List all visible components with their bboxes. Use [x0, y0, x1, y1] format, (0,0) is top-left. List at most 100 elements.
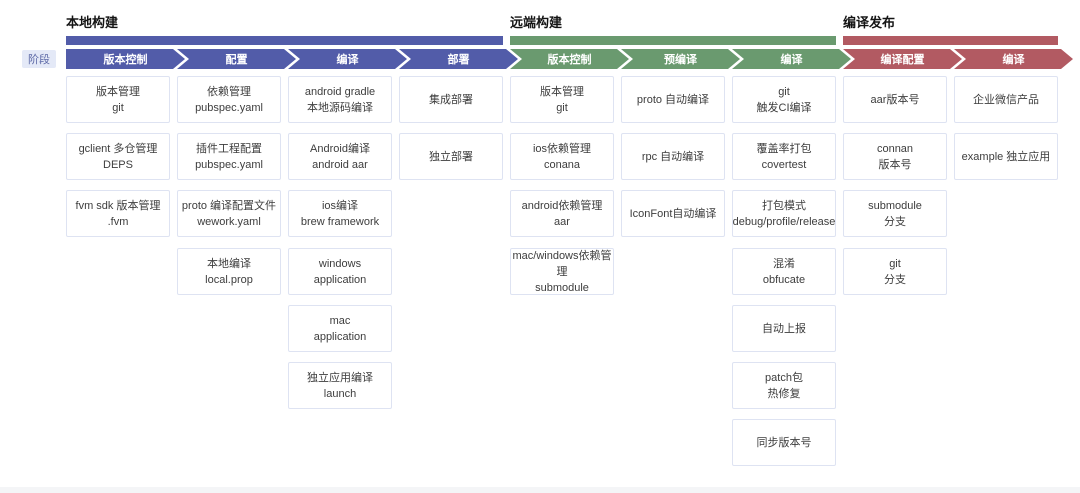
task-line: 混淆 — [773, 257, 795, 270]
footer-strip — [0, 487, 1080, 493]
task-line: submodule — [868, 199, 922, 212]
section-bar — [66, 36, 503, 45]
task-line: 热修复 — [767, 387, 801, 400]
task-line: 独立应用编译 — [307, 371, 373, 384]
task-card: ios依赖管理 conana — [510, 133, 614, 180]
task-line: android依赖管理 — [521, 199, 603, 212]
section-bar — [843, 36, 1058, 45]
task-line: Android编译 — [310, 142, 370, 155]
task-line: wework.yaml — [197, 215, 261, 228]
task-line: ios依赖管理 — [532, 142, 592, 155]
task-line: 插件工程配置 — [196, 142, 262, 155]
task-line: 依赖管理 — [207, 85, 251, 98]
task-card: Android编译 android aar — [288, 133, 392, 180]
task-line: 集成部署 — [429, 93, 473, 106]
task-card: 覆盖率打包 covertest — [732, 133, 836, 180]
stage-chevron-label: 预编译 — [664, 54, 697, 66]
task-card: 插件工程配置 pubspec.yaml — [177, 133, 281, 180]
task-card: IconFont自动编译 — [621, 190, 725, 237]
task-card: 版本管理 git — [510, 76, 614, 123]
stage-chevron-label: 编译 — [336, 54, 359, 66]
task-card: git 触发CI编译 — [732, 76, 836, 123]
task-line: 分支 — [884, 215, 906, 228]
task-line: local.prop — [205, 273, 253, 286]
task-line: windows — [318, 257, 362, 270]
task-line: aar — [554, 215, 570, 228]
task-line: example 独立应用 — [961, 150, 1051, 163]
task-line: mac/windows依赖管理 — [512, 249, 612, 278]
task-line: git — [112, 101, 124, 114]
task-line: application — [313, 330, 367, 343]
task-line: brew framework — [300, 215, 380, 228]
task-card: rpc 自动编译 — [621, 133, 725, 180]
task-line: 独立部署 — [429, 150, 473, 163]
stage-chevron: 预编译 — [621, 49, 740, 69]
task-card: aar版本号 — [843, 76, 947, 123]
task-line: fvm sdk 版本管理 — [75, 199, 161, 212]
task-line: connan — [876, 142, 914, 155]
section-title: 远端构建 — [510, 15, 563, 30]
task-line: covertest — [761, 158, 807, 171]
task-line: mac — [329, 314, 351, 327]
task-line: 本地源码编译 — [307, 101, 373, 114]
stage-chevron-label: 版本控制 — [103, 54, 148, 66]
task-card: proto 编译配置文件 wework.yaml — [177, 190, 281, 237]
task-line: patch包 — [765, 371, 803, 384]
task-line: DEPS — [103, 158, 133, 171]
task-card: android依赖管理 aar — [510, 190, 614, 237]
task-card: 集成部署 — [399, 76, 503, 123]
task-card: fvm sdk 版本管理 .fvm — [66, 190, 170, 237]
stage-chevron-label: 编译 — [780, 54, 803, 66]
stage-chevron: 编译 — [732, 49, 851, 69]
stage-chevron-label: 编译配置 — [880, 54, 925, 66]
stage-chevron-label: 部署 — [447, 54, 470, 66]
stage-chevron-label: 编译 — [1002, 54, 1025, 66]
section-bar — [510, 36, 836, 45]
task-line: 覆盖率打包 — [756, 142, 812, 155]
task-line: conana — [543, 158, 581, 171]
task-card: 同步版本号 — [732, 419, 836, 466]
task-card: example 独立应用 — [954, 133, 1058, 180]
task-line: gclient 多仓管理 — [78, 142, 158, 155]
task-line: android aar — [312, 158, 368, 171]
task-line: pubspec.yaml — [195, 158, 263, 171]
task-line: 打包模式 — [762, 199, 806, 212]
task-line: 自动上报 — [762, 322, 806, 335]
task-line: git — [778, 85, 790, 98]
task-line: proto 自动编译 — [636, 93, 710, 106]
task-card: patch包热修复 — [732, 362, 836, 409]
task-line: 触发CI编译 — [756, 101, 812, 114]
stage-chevron-label: 配置 — [225, 54, 248, 66]
task-line: 分支 — [884, 273, 906, 286]
task-line: 版本管理 — [96, 85, 140, 98]
stage-chevron: 版本控制 — [510, 49, 629, 69]
stage-chevron: 配置 — [177, 49, 296, 69]
stage-chevron: 版本控制 — [66, 49, 185, 69]
task-line: .fvm — [107, 215, 129, 228]
task-line: 本地编译 — [207, 257, 251, 270]
task-card: 企业微信产品 — [954, 76, 1058, 123]
stage-chevron: 编译 — [954, 49, 1073, 69]
task-line: submodule — [535, 281, 589, 294]
stage-chevron-label: 版本控制 — [547, 54, 592, 66]
section-title: 本地构建 — [66, 15, 119, 30]
task-line: obfucate — [762, 273, 806, 286]
task-line: proto 编译配置文件 — [181, 199, 277, 212]
task-card: 独立部署 — [399, 133, 503, 180]
task-line: aar版本号 — [870, 93, 920, 106]
task-line: 版本管理 — [540, 85, 584, 98]
stage-row-label: 阶段 — [22, 50, 56, 68]
section-title: 编译发布 — [843, 15, 896, 30]
task-card: submodule 分支 — [843, 190, 947, 237]
task-card: gclient 多仓管理 DEPS — [66, 133, 170, 180]
task-card: proto 自动编译 — [621, 76, 725, 123]
task-line: git — [556, 101, 568, 114]
stage-chevron: 编译 — [288, 49, 407, 69]
task-line: 同步版本号 — [756, 436, 812, 449]
task-line: rpc 自动编译 — [641, 150, 705, 163]
